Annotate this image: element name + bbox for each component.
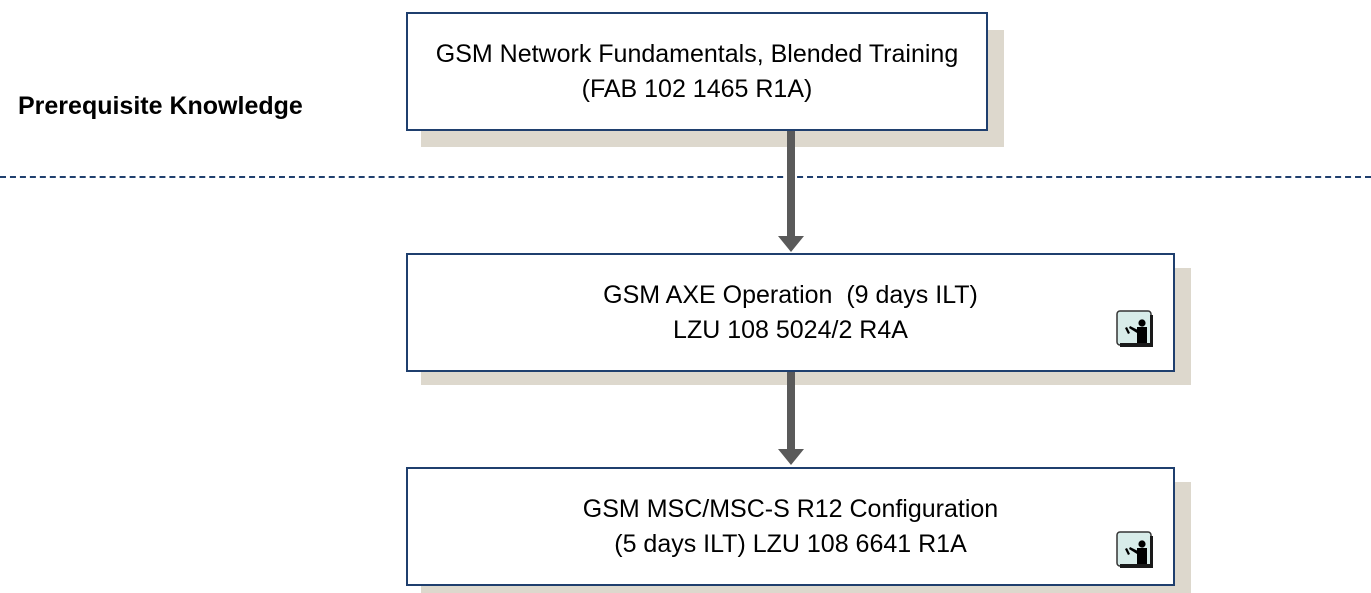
flow-arrow-line [787,372,795,450]
course-code: LZU 108 5024/2 R4A [673,315,908,344]
course-title: GSM AXE Operation (9 days ILT) [603,280,978,309]
course-title: GSM MSC/MSC-S R12 Configuration [582,494,999,523]
instructor-led-training-icon [1116,310,1154,348]
instructor-led-training-icon [1116,531,1154,569]
course-box-gsm-network-fundamentals: GSM Network Fundamentals, Blended Traini… [406,12,988,131]
prerequisite-divider [0,176,1371,178]
flow-arrow-line [787,131,795,237]
flow-arrowhead [778,236,804,252]
course-title: GSM Network Fundamentals, Blended Traini… [435,39,959,68]
prerequisite-label: Prerequisite Knowledge [18,92,303,120]
flow-arrowhead [778,449,804,465]
course-code: (5 days ILT) LZU 108 6641 R1A [614,529,967,558]
course-box-gsm-msc-configuration: GSM MSC/MSC-S R12 Configuration (5 days … [406,467,1175,586]
course-box-gsm-axe-operation: GSM AXE Operation (9 days ILT) LZU 108 5… [406,253,1175,372]
course-code: (FAB 102 1465 R1A) [581,74,813,103]
